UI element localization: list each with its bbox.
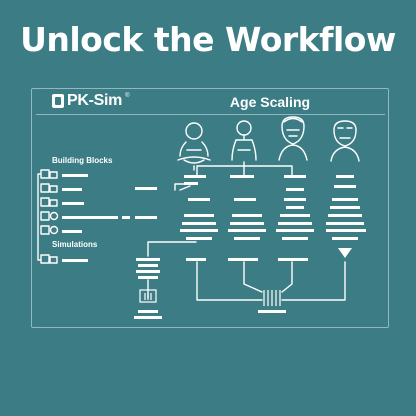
population-icon: [40, 183, 58, 193]
brand-name: PK-Sim: [67, 92, 123, 109]
pk-sim-logo-mark: [52, 94, 64, 108]
slide-frame: [31, 88, 389, 328]
child-icon: [231, 120, 257, 161]
baby-icon: [177, 122, 211, 164]
compound-icon: [40, 197, 58, 207]
title-divider: [36, 114, 385, 115]
simulation-icon: [40, 254, 58, 264]
protocol-icon: [40, 211, 59, 221]
left-result-icon: [139, 289, 157, 303]
registered-mark: ®: [125, 93, 130, 99]
slide-title: Age Scaling: [229, 94, 311, 110]
merge-result-icon: [263, 290, 281, 306]
headline: Unlock the Workflow: [20, 20, 396, 59]
simulations-label: Simulations: [52, 240, 98, 249]
formulation-icon: [40, 225, 59, 235]
individual-icon: [40, 169, 58, 179]
pk-sim-logo: PK-Sim ®: [52, 92, 130, 110]
adult-icon: [278, 116, 308, 161]
elderly-icon: [330, 120, 360, 162]
building-blocks-label: Building Blocks: [52, 156, 113, 165]
